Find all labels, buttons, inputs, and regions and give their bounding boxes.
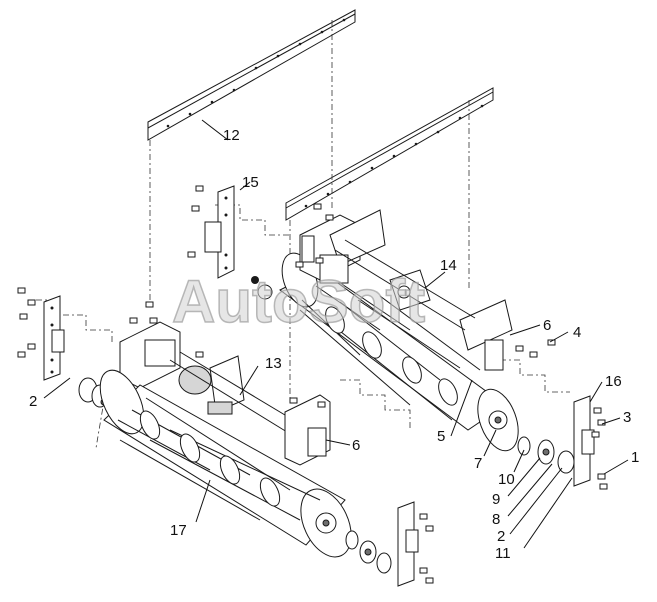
callout-16: 16	[605, 373, 622, 390]
callout-2-right: 2	[497, 528, 505, 545]
bracket-15	[204, 185, 235, 279]
bolts-upper-left	[187, 185, 334, 268]
alignment-lines	[36, 20, 570, 449]
callout-17: 17	[170, 522, 187, 539]
callout-12: 12	[223, 127, 240, 144]
bracket-lower-right	[345, 501, 434, 587]
roller-lower	[99, 369, 352, 558]
callout-15: 15	[242, 174, 259, 191]
callout-1: 1	[631, 449, 639, 466]
callout-8: 8	[492, 511, 500, 528]
beam-12-upper	[147, 9, 356, 141]
leader-lines	[43, 119, 629, 549]
callout-7: 7	[474, 455, 482, 472]
callout-3: 3	[623, 409, 631, 426]
frame-lower	[119, 301, 331, 466]
callout-10: 10	[498, 471, 515, 488]
callouts: 12 15 14 13 6 4 16 3 1 2 6 5 7 10 9 8 2 …	[29, 127, 639, 562]
bracket-16	[515, 339, 608, 490]
roller-upper	[279, 252, 519, 452]
callout-11: 11	[495, 545, 511, 562]
bracket-left	[17, 287, 109, 408]
callout-9: 9	[492, 491, 500, 508]
callout-2-left: 2	[29, 393, 37, 410]
callout-13: 13	[265, 355, 282, 372]
callout-4: 4	[573, 324, 581, 341]
beam-12-lower	[285, 87, 494, 221]
watermark-text: AutoSoft	[172, 268, 425, 335]
callout-14: 14	[440, 257, 457, 274]
callout-6-lower: 6	[352, 437, 360, 454]
callout-5: 5	[437, 428, 445, 445]
callout-6-upper: 6	[543, 317, 551, 334]
frame-upper	[251, 209, 513, 371]
